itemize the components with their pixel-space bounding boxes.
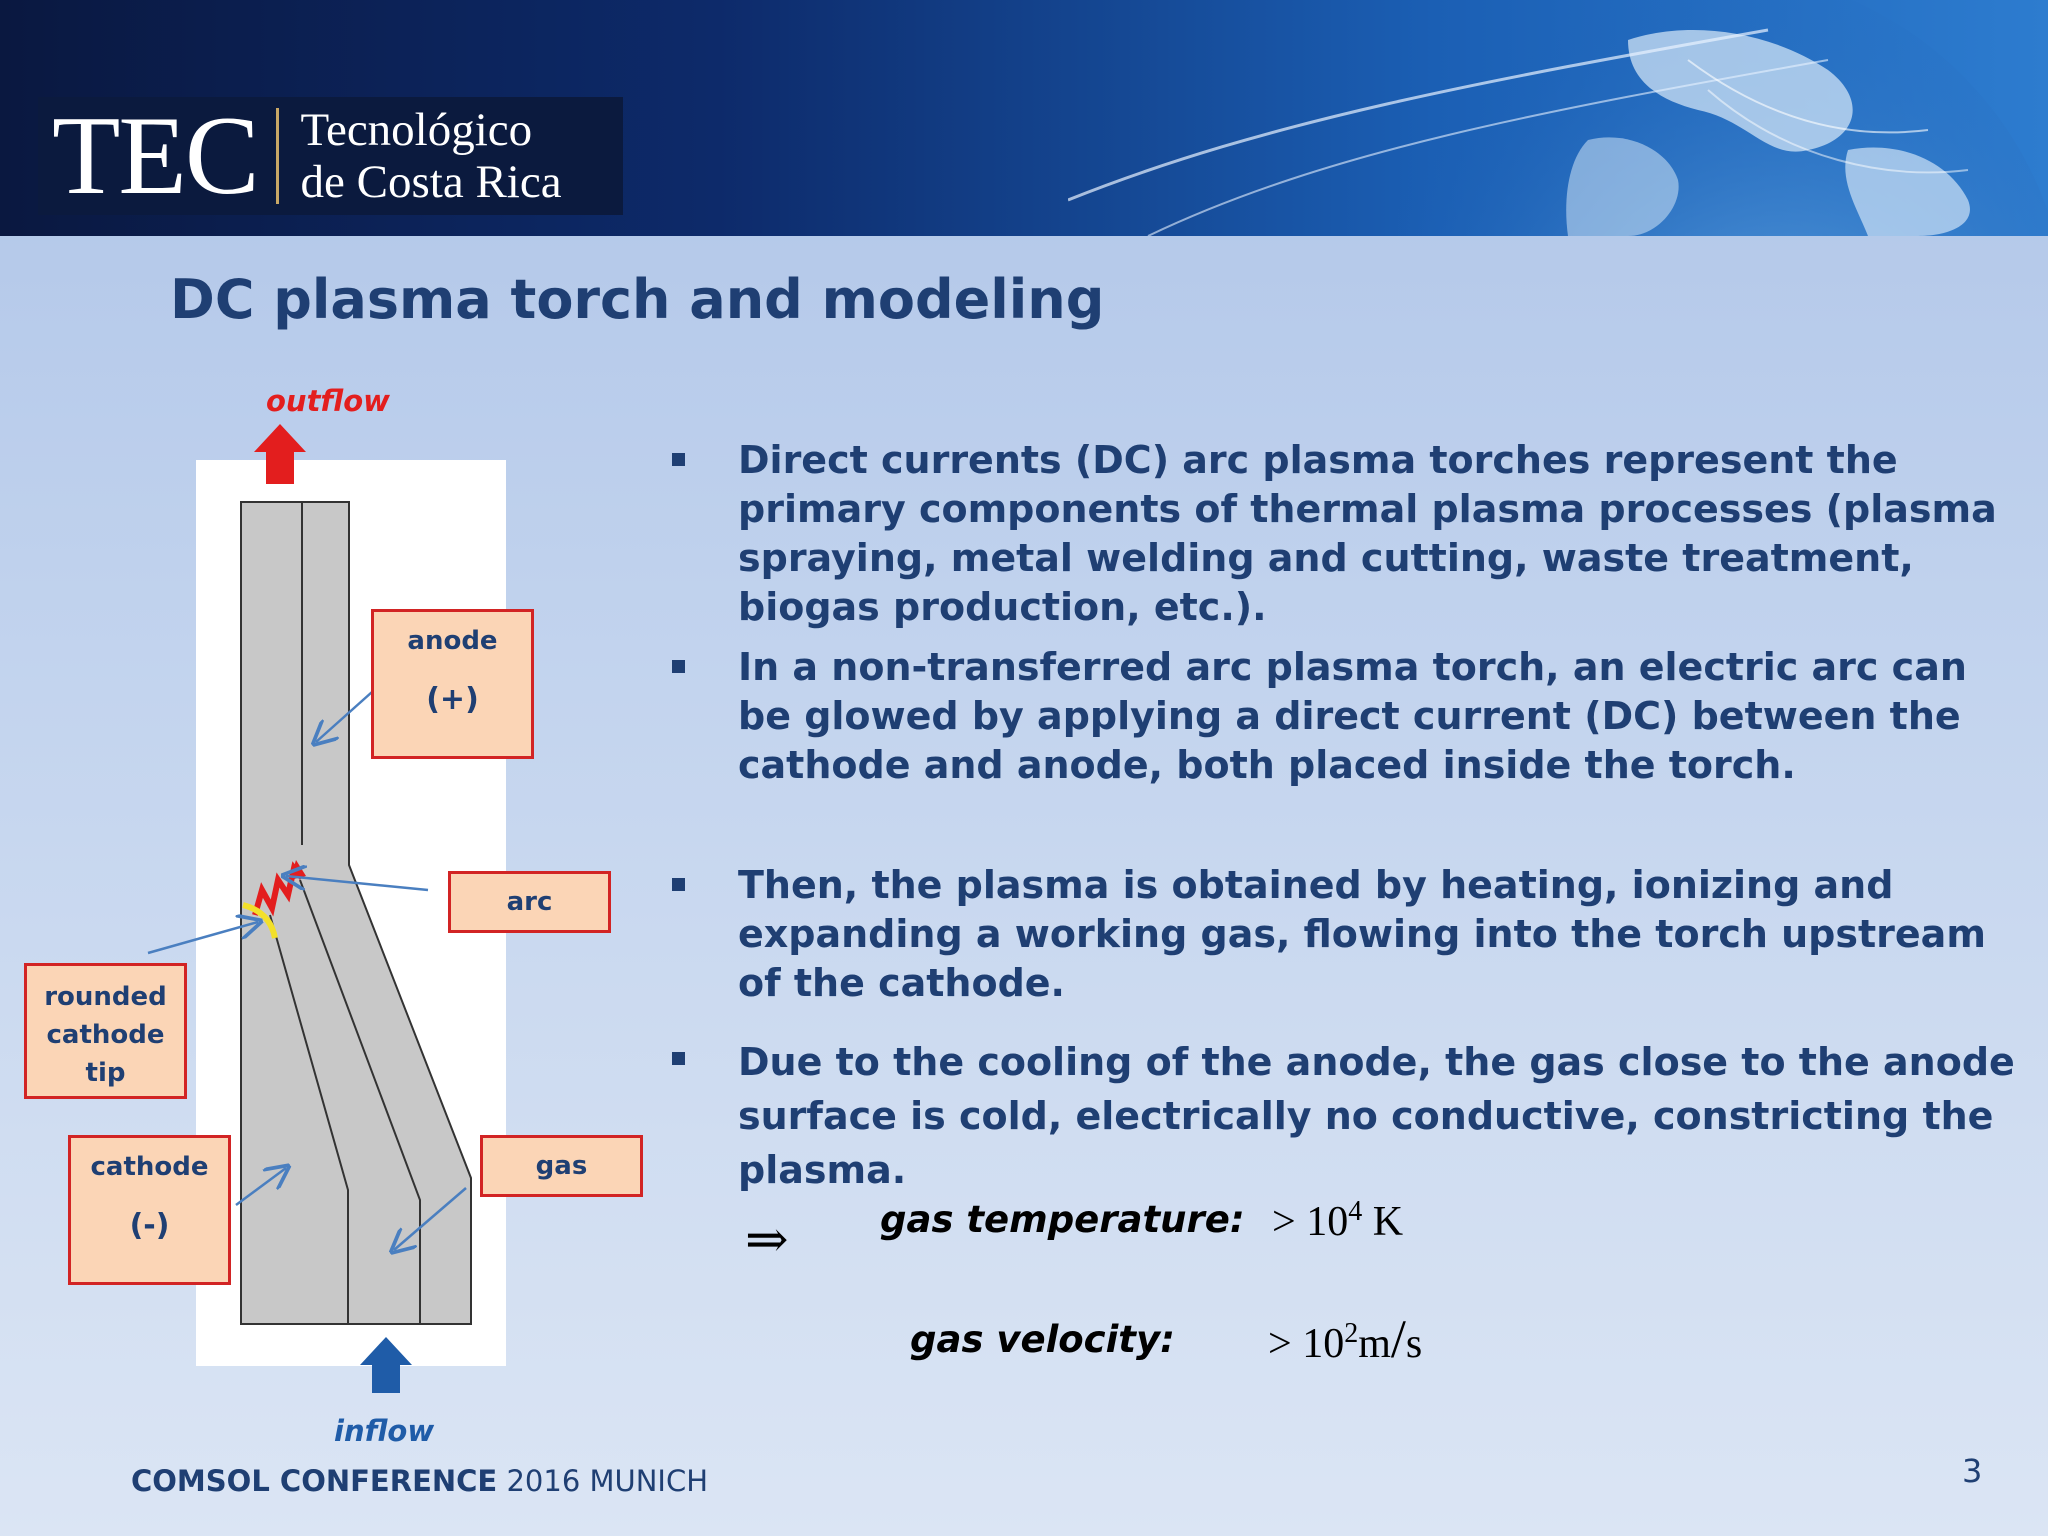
cathode-label-box: cathode (-) <box>68 1135 231 1285</box>
tip-pointer-arrow <box>147 922 258 955</box>
bullet-marker <box>672 1052 685 1065</box>
inflow-arrow <box>360 1337 412 1393</box>
bullet-marker <box>672 453 685 466</box>
bullet-item: Due to the cooling of the anode, the gas… <box>672 1035 2017 1197</box>
vel-exponent: 2 <box>1344 1318 1359 1349</box>
footer-conference: COMSOL CONFERENCE 2016 MUNICH <box>131 1464 708 1498</box>
gas-label-box: gas <box>480 1135 643 1197</box>
bullet-item: Direct currents (DC) arc plasma torches … <box>672 436 2017 632</box>
gas-pointer-arrow <box>394 1187 467 1250</box>
vel-unit-sep: / <box>1390 1309 1406 1369</box>
anode-label-box: anode (+) <box>371 609 534 759</box>
slide-title: DC plasma torch and modeling <box>170 268 1105 331</box>
gas-temperature-value: > 104 K <box>1272 1196 1403 1246</box>
anode-pointer-arrow <box>316 691 373 742</box>
footer-conference-bold: COMSOL CONFERENCE <box>131 1464 498 1498</box>
logo-line-1: Tecnológico <box>300 104 533 156</box>
page-number: 3 <box>1962 1452 1983 1490</box>
gas-velocity-value: > 102m/s <box>1268 1308 1422 1370</box>
arc-pointer-arrow <box>286 876 429 892</box>
gas-velocity-label: gas velocity: <box>910 1318 1175 1361</box>
anode-label: anode <box>407 626 498 656</box>
outflow-arrow <box>254 424 306 484</box>
cathode-pointer-arrow <box>235 1168 286 1207</box>
arc-label-box: arc <box>448 871 611 933</box>
temp-exponent: 4 <box>1348 1196 1363 1227</box>
bullet-text: In a non-transferred arc plasma torch, a… <box>738 645 1967 787</box>
logo-institution-name: Tecnológico de Costa Rica <box>301 104 562 208</box>
vel-gt: > <box>1268 1321 1292 1367</box>
logo-tec-text: TEC <box>52 94 260 218</box>
rounded-tip-line-2: cathode <box>46 1020 165 1050</box>
bullet-item: Then, the plasma is obtained by heating,… <box>672 861 2017 1008</box>
bullet-marker <box>672 660 685 673</box>
tec-logo: TEC Tecnológico de Costa Rica <box>38 97 623 215</box>
cathode-line-1 <box>269 914 349 1324</box>
gas-temperature-label: gas temperature: <box>880 1198 1245 1241</box>
bullet-text: Due to the cooling of the anode, the gas… <box>738 1040 2015 1192</box>
cathode-label: cathode <box>90 1152 209 1182</box>
rounded-cathode-tip-box: rounded cathode tip <box>24 963 187 1099</box>
implies-symbol: ⇒ <box>745 1212 789 1269</box>
vel-base: 10 <box>1302 1321 1345 1367</box>
bullet-marker <box>672 878 685 891</box>
cathode-sign: (-) <box>129 1208 170 1243</box>
temp-unit: K <box>1372 1199 1404 1245</box>
arc-label: arc <box>506 887 553 917</box>
bullet-text: Then, the plasma is obtained by heating,… <box>738 863 1986 1005</box>
rounded-tip-line-1: rounded <box>44 982 167 1012</box>
bullet-text: Direct currents (DC) arc plasma torches … <box>738 438 1997 629</box>
inflow-label: inflow <box>334 1414 435 1448</box>
outflow-label: outflow <box>266 384 390 418</box>
anode-sign: (+) <box>426 682 479 717</box>
temp-gt: > <box>1272 1199 1296 1245</box>
globe-graphic <box>1068 0 2048 236</box>
cathode-line-2 <box>299 879 421 1324</box>
vel-unit-num: m <box>1358 1321 1391 1367</box>
gas-label: gas <box>535 1151 588 1181</box>
logo-line-2: de Costa Rica <box>300 156 562 208</box>
logo-separator <box>275 108 279 204</box>
vel-unit-den: s <box>1405 1321 1423 1367</box>
rounded-tip-line-3: tip <box>85 1058 126 1088</box>
bullet-item: In a non-transferred arc plasma torch, a… <box>672 643 2017 790</box>
torch-body <box>240 501 472 1325</box>
footer-conference-rest: 2016 MUNICH <box>497 1464 709 1498</box>
temp-base: 10 <box>1306 1199 1349 1245</box>
header-banner: TEC Tecnológico de Costa Rica <box>0 0 2048 236</box>
